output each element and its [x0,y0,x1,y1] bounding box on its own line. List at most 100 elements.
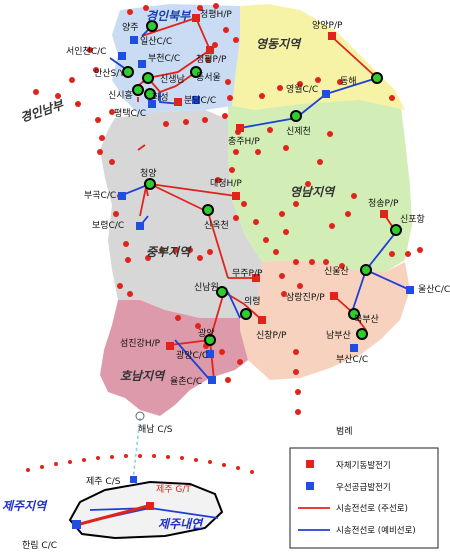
substations [122,20,402,346]
supply-seoincheon [118,52,126,60]
label-sinokcheon: 신옥천 [204,220,229,231]
supply-bucheon [138,60,146,68]
label-cheongpyeong-hp: 청평H/P [200,9,232,20]
label-yangju: 양주 [122,22,139,33]
region-label-chungbu: 중부지역 [146,245,192,259]
substation-yangju [146,20,158,32]
label-donghae: 동해 [340,76,357,87]
substation-nambusan [356,328,368,340]
label-gwangyang: 광양 [198,327,215,339]
substation-sinokcheon [202,204,214,216]
gen-muju-pp [252,274,260,282]
label-yangyang-pp: 양양P/P [312,20,343,31]
label-dongseoul: 동서울 [196,72,221,83]
supply-gwangyang-cc [206,350,214,358]
legend-box [289,447,439,549]
label-muju-pp: 무주P/P [232,268,263,279]
region-label-jeju: 제주지역 [2,499,48,513]
label-sinpohang: 신포항 [400,214,425,225]
label-bukbusan: 북부산 [354,314,379,325]
label-uiryeong: 의령 [244,295,261,307]
substation-sinsiheung [132,84,144,96]
label-yeongwol: 영월C/C [286,83,318,95]
label-bugok: 부곡C/C [84,190,116,201]
legend-title: 범례 [336,426,353,437]
region-yeongnam-north-area [228,84,412,272]
label-sinulsan: 신울산 [324,266,349,277]
legend-generation-label: 자체기동발전기 [336,460,391,471]
substation-dongseoul [190,66,202,78]
region-yeongnam-south-area [240,260,410,380]
gen-yangyang-pp [328,32,336,40]
gen-sinchang-pp [258,316,266,324]
region-label-capital-south: 경인남부 [19,98,66,125]
seabed-cable [132,411,145,481]
supply-jeju-cs [130,476,137,483]
region-label-jeju-inner: 제주내연 [158,517,204,531]
gen-seomjingang-hp [166,342,174,350]
label-haenam: 해남 C/S [138,424,173,435]
label-sinjecheon: 신제천 [286,126,311,137]
gen-cheongpyeong-hp [192,14,200,22]
supply-bundang [192,96,200,104]
region-yeongdong-area [232,4,405,110]
label-ansan: 안산S/Y [94,68,125,79]
label-yulchon: 율촌C/C [170,376,202,387]
label-boryeong: 보령C/C [92,219,124,231]
substation-sinsaengnam [142,72,154,84]
region-honam-area [100,300,248,416]
gen-cheongsong-pp [380,210,388,218]
label-busan: 부산C/C [336,354,368,365]
label-cheongpyeong-pp: 청평P/P [196,54,227,65]
label-jeju-cs: 제주 C/S [86,476,121,487]
label-hallim: 한림 C/C [22,539,57,551]
supply-yeongwol [322,90,330,98]
supply-yulchon [208,376,216,384]
supply-boryeong [136,222,144,230]
legend-generation-swatch [306,460,314,468]
region-label-yeongdong: 영동지역 [256,37,302,51]
label-bundang: 분당C/C [184,95,216,106]
supply-bugok [118,192,126,200]
gen-chungju-hp [236,124,244,132]
substation-cheongyang [144,178,156,190]
gen-jeju-gt [146,502,154,510]
label-hwaseong: 화성 [152,92,169,103]
gen-daecheong-hp [232,192,240,200]
label-seomjingang-hp: 섬진강H/P [120,338,161,349]
legend-main-label: 시송전선로 (주선로) [336,503,408,514]
substation-ansan [122,66,134,78]
gen-samnangjin-pp [330,292,338,300]
boundary-dots [26,3,423,474]
supply-busan [350,344,358,352]
label-sinsaengnam: 신생남 [160,74,185,85]
substation-gwangyang [204,334,216,346]
legend: 범례 자체기동발전기 우선공급발전기 시송전선로 (주선로) 시송전선로 (예비… [289,426,439,549]
label-pyeongtaek: 평택C/C [114,108,146,119]
label-cheongyang: 청양 [140,168,157,179]
label-sinchang: 신창P/P [256,330,287,341]
substation-sinulsan [360,264,372,276]
supply-pyeongtaek [148,100,156,108]
region-label-yeongnam: 영남지역 [290,185,336,199]
label-nambusan: 남부산 [326,330,351,341]
region-label-capital-north: 경인북부 [146,9,191,23]
label-jeju-gt: 제주 G/T [156,484,191,495]
supply-hallim [72,520,81,529]
substation-donghae [371,72,383,84]
label-ilsan: 일산C/C [140,36,172,47]
label-ulsan: 울산C/C [418,284,450,295]
region-capital-area [112,4,240,116]
label-sinnamwon: 신남원 [194,282,219,293]
substation-sinnamwon [216,286,228,298]
label-bucheon: 부천C/C [148,53,180,64]
gen-cheongpyeong-pp [206,46,214,54]
supply-ilsan [130,36,138,44]
substation-uiryeong [240,308,252,320]
label-daecheong-hp: 대청H/P [210,178,242,189]
label-sinsiheung: 신시흥 [108,89,133,101]
label-seoincheon: 서인천C/C [66,46,106,57]
region-label-honam: 호남지역 [120,369,166,383]
generation-markers [146,14,388,510]
